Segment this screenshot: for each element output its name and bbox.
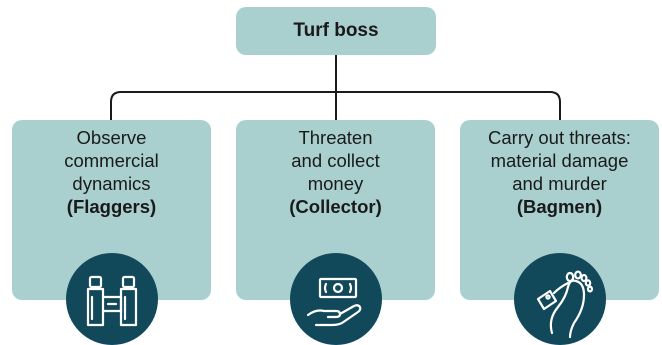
role-node-bagmen: Carry out threats: material damage and m… <box>460 120 659 300</box>
root-node-turf-boss: Turf boss <box>236 7 436 55</box>
binoculars-icon <box>66 253 158 345</box>
hand-with-money-icon <box>290 253 382 345</box>
role-description: Observe commercial dynamics <box>64 127 159 194</box>
foot-with-toe-tag-icon <box>514 253 606 345</box>
role-description: Carry out threats: material damage and m… <box>488 127 631 194</box>
root-label: Turf boss <box>293 20 379 41</box>
role-title: (Collector) <box>289 196 382 217</box>
role-title: (Bagmen) <box>516 196 603 217</box>
role-title: (Flaggers) <box>66 196 157 217</box>
role-description: Threaten and collect money <box>291 127 380 194</box>
role-node-flaggers: Observe commercial dynamics (Flaggers) <box>12 120 211 300</box>
